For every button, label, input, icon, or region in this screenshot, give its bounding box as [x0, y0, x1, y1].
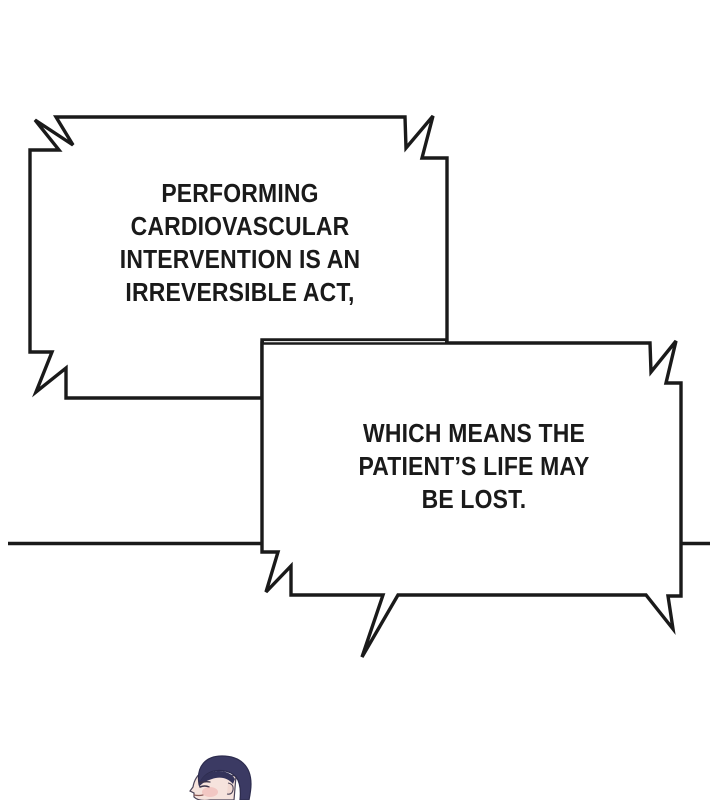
- speech-bubble-2-outline: [260, 339, 683, 658]
- character-mouth: [193, 794, 204, 797]
- character-hair-fringe: [199, 771, 235, 787]
- speech-bubble-2: [260, 339, 683, 658]
- character-hair: [197, 755, 252, 800]
- speech-bubble-1-outline: [28, 114, 449, 400]
- speech-bubble-1: [28, 114, 449, 400]
- character-eyebrow: [198, 781, 211, 784]
- character-ear: [226, 782, 234, 795]
- character-blush: [202, 787, 218, 797]
- character-eye: [199, 785, 210, 788]
- character-head: [189, 755, 252, 800]
